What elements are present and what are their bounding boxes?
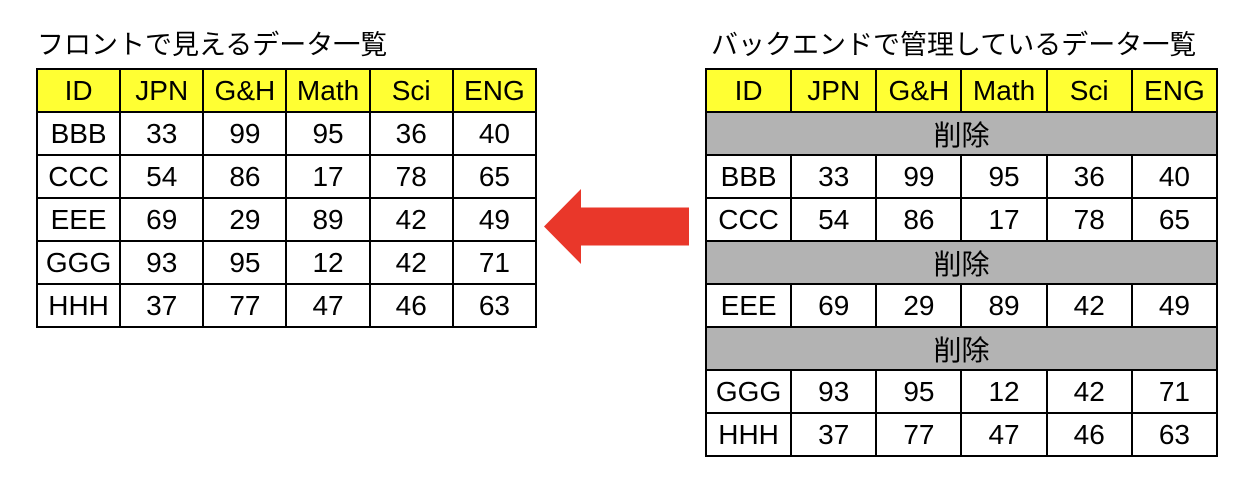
cell-score: 95 (202, 240, 288, 285)
cell-score: 37 (790, 412, 878, 457)
cell-score: 95 (960, 154, 1048, 199)
cell-score: 77 (202, 283, 288, 328)
cell-score: 86 (202, 154, 288, 199)
cell-score: 54 (119, 154, 205, 199)
header-cell-jpn: JPN (790, 68, 878, 113)
cell-score: 36 (1045, 154, 1133, 199)
cell-score: 93 (790, 369, 878, 414)
cell-id: GGG (35, 240, 122, 285)
cell-id: BBB (35, 111, 122, 156)
cell-score: 36 (368, 111, 454, 156)
header-cell-math: Math (960, 68, 1048, 113)
header-cell-math: Math (285, 68, 371, 113)
header-cell-id: ID (704, 68, 793, 113)
cell-score: 33 (119, 111, 205, 156)
cell-score: 47 (960, 412, 1048, 457)
cell-score: 17 (960, 197, 1048, 242)
cell-score: 63 (451, 283, 538, 328)
table-row: EEE 69 29 89 42 49 (704, 283, 1219, 328)
cell-score: 12 (960, 369, 1048, 414)
table-row: EEE 69 29 89 42 49 (35, 197, 538, 242)
table-row: HHH 37 77 47 46 63 (704, 412, 1219, 457)
front-data-table: ID JPN G&H Math Sci ENG BBB 33 99 95 36 … (35, 68, 538, 328)
deleted-row: 削除 (705, 326, 1218, 371)
cell-id: BBB (704, 154, 793, 199)
table-row: BBB 33 99 95 36 40 (704, 154, 1219, 199)
header-cell-sci: Sci (368, 68, 454, 113)
cell-score: 63 (1130, 412, 1219, 457)
cell-score: 40 (451, 111, 538, 156)
cell-score: 12 (285, 240, 371, 285)
backend-data-table: ID JPN G&H Math Sci ENG 削除 BBB 33 99 95 … (704, 68, 1219, 457)
table-row: CCC 54 86 17 78 65 (35, 154, 538, 199)
cell-score: 42 (368, 197, 454, 242)
cell-score: 99 (875, 154, 963, 199)
cell-score: 99 (202, 111, 288, 156)
header-row: ID JPN G&H Math Sci ENG (704, 68, 1219, 113)
cell-score: 47 (285, 283, 371, 328)
header-cell-eng: ENG (451, 68, 538, 113)
cell-id: EEE (704, 283, 793, 328)
cell-score: 78 (368, 154, 454, 199)
cell-score: 54 (790, 197, 878, 242)
front-table-title: フロントで見えるデータ一覧 (37, 30, 388, 60)
cell-score: 71 (1130, 369, 1219, 414)
cell-score: 89 (285, 197, 371, 242)
cell-score: 49 (1130, 283, 1219, 328)
left-arrow-icon (544, 189, 689, 264)
cell-score: 42 (368, 240, 454, 285)
table-row: BBB 33 99 95 36 40 (35, 111, 538, 156)
cell-score: 65 (451, 154, 538, 199)
cell-score: 29 (202, 197, 288, 242)
table-row: HHH 37 77 47 46 63 (35, 283, 538, 328)
cell-score: 95 (285, 111, 371, 156)
header-cell-jpn: JPN (119, 68, 205, 113)
cell-id: CCC (704, 197, 793, 242)
cell-score: 17 (285, 154, 371, 199)
cell-score: 46 (368, 283, 454, 328)
cell-score: 69 (790, 283, 878, 328)
header-row: ID JPN G&H Math Sci ENG (35, 68, 538, 113)
cell-score: 46 (1045, 412, 1133, 457)
cell-score: 37 (119, 283, 205, 328)
cell-id: GGG (704, 369, 793, 414)
header-cell-eng: ENG (1130, 68, 1219, 113)
cell-id: EEE (35, 197, 122, 242)
table-row: GGG 93 95 12 42 71 (704, 369, 1219, 414)
left-arrow-svg (544, 189, 689, 264)
deleted-row: 削除 (705, 111, 1218, 156)
header-cell-gh: G&H (202, 68, 288, 113)
deleted-cell: 削除 (705, 326, 1218, 371)
cell-score: 71 (451, 240, 538, 285)
cell-score: 93 (119, 240, 205, 285)
backend-table-title: バックエンドで管理しているデータ一覧 (711, 30, 1197, 60)
left-arrow-shape (544, 189, 689, 264)
cell-score: 77 (875, 412, 963, 457)
deleted-cell: 削除 (705, 240, 1218, 285)
deleted-cell: 削除 (705, 111, 1218, 156)
cell-score: 78 (1045, 197, 1133, 242)
cell-id: HHH (35, 283, 122, 328)
cell-id: HHH (704, 412, 793, 457)
header-cell-gh: G&H (875, 68, 963, 113)
cell-id: CCC (35, 154, 122, 199)
cell-score: 29 (875, 283, 963, 328)
cell-score: 49 (451, 197, 538, 242)
cell-score: 86 (875, 197, 963, 242)
cell-score: 40 (1130, 154, 1219, 199)
cell-score: 69 (119, 197, 205, 242)
deleted-row: 削除 (705, 240, 1218, 285)
cell-score: 42 (1045, 369, 1133, 414)
table-row: CCC 54 86 17 78 65 (704, 197, 1219, 242)
header-cell-id: ID (35, 68, 122, 113)
cell-score: 65 (1130, 197, 1219, 242)
table-row: GGG 93 95 12 42 71 (35, 240, 538, 285)
cell-score: 95 (875, 369, 963, 414)
header-cell-sci: Sci (1045, 68, 1133, 113)
cell-score: 33 (790, 154, 878, 199)
cell-score: 89 (960, 283, 1048, 328)
cell-score: 42 (1045, 283, 1133, 328)
